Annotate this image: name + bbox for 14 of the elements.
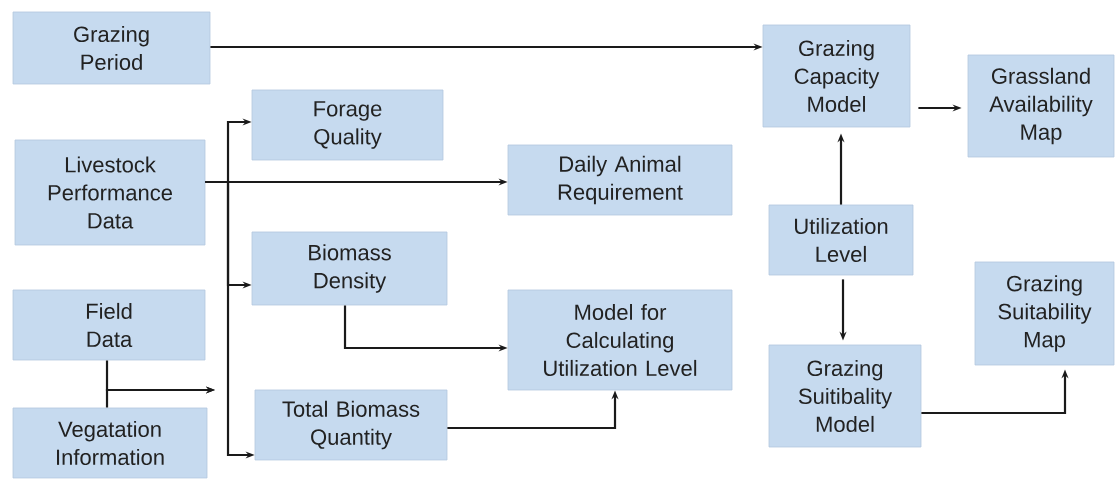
process-box: Utilization Level bbox=[768, 204, 914, 276]
process-box: Model for Calculating Utilization Level bbox=[507, 289, 733, 391]
process-box: Daily Animal Requirement bbox=[507, 144, 733, 216]
process-box: Field Data bbox=[12, 289, 206, 361]
process-box: Livestock Performance Data bbox=[14, 139, 206, 246]
process-box: Vegatation Information bbox=[12, 407, 208, 479]
process-box: Grazing Capacity Model bbox=[762, 24, 911, 128]
process-box: Total Biomass Quantity bbox=[254, 389, 448, 461]
process-box: Grazing Suitability Map bbox=[974, 261, 1115, 366]
process-box: Grazing Period bbox=[12, 11, 211, 85]
process-box: Grassland Availability Map bbox=[967, 54, 1115, 158]
process-box: Biomass Density bbox=[251, 231, 448, 306]
process-box: Grazing Suitibality Model bbox=[768, 344, 922, 448]
process-box: Forage Quality bbox=[251, 89, 444, 161]
